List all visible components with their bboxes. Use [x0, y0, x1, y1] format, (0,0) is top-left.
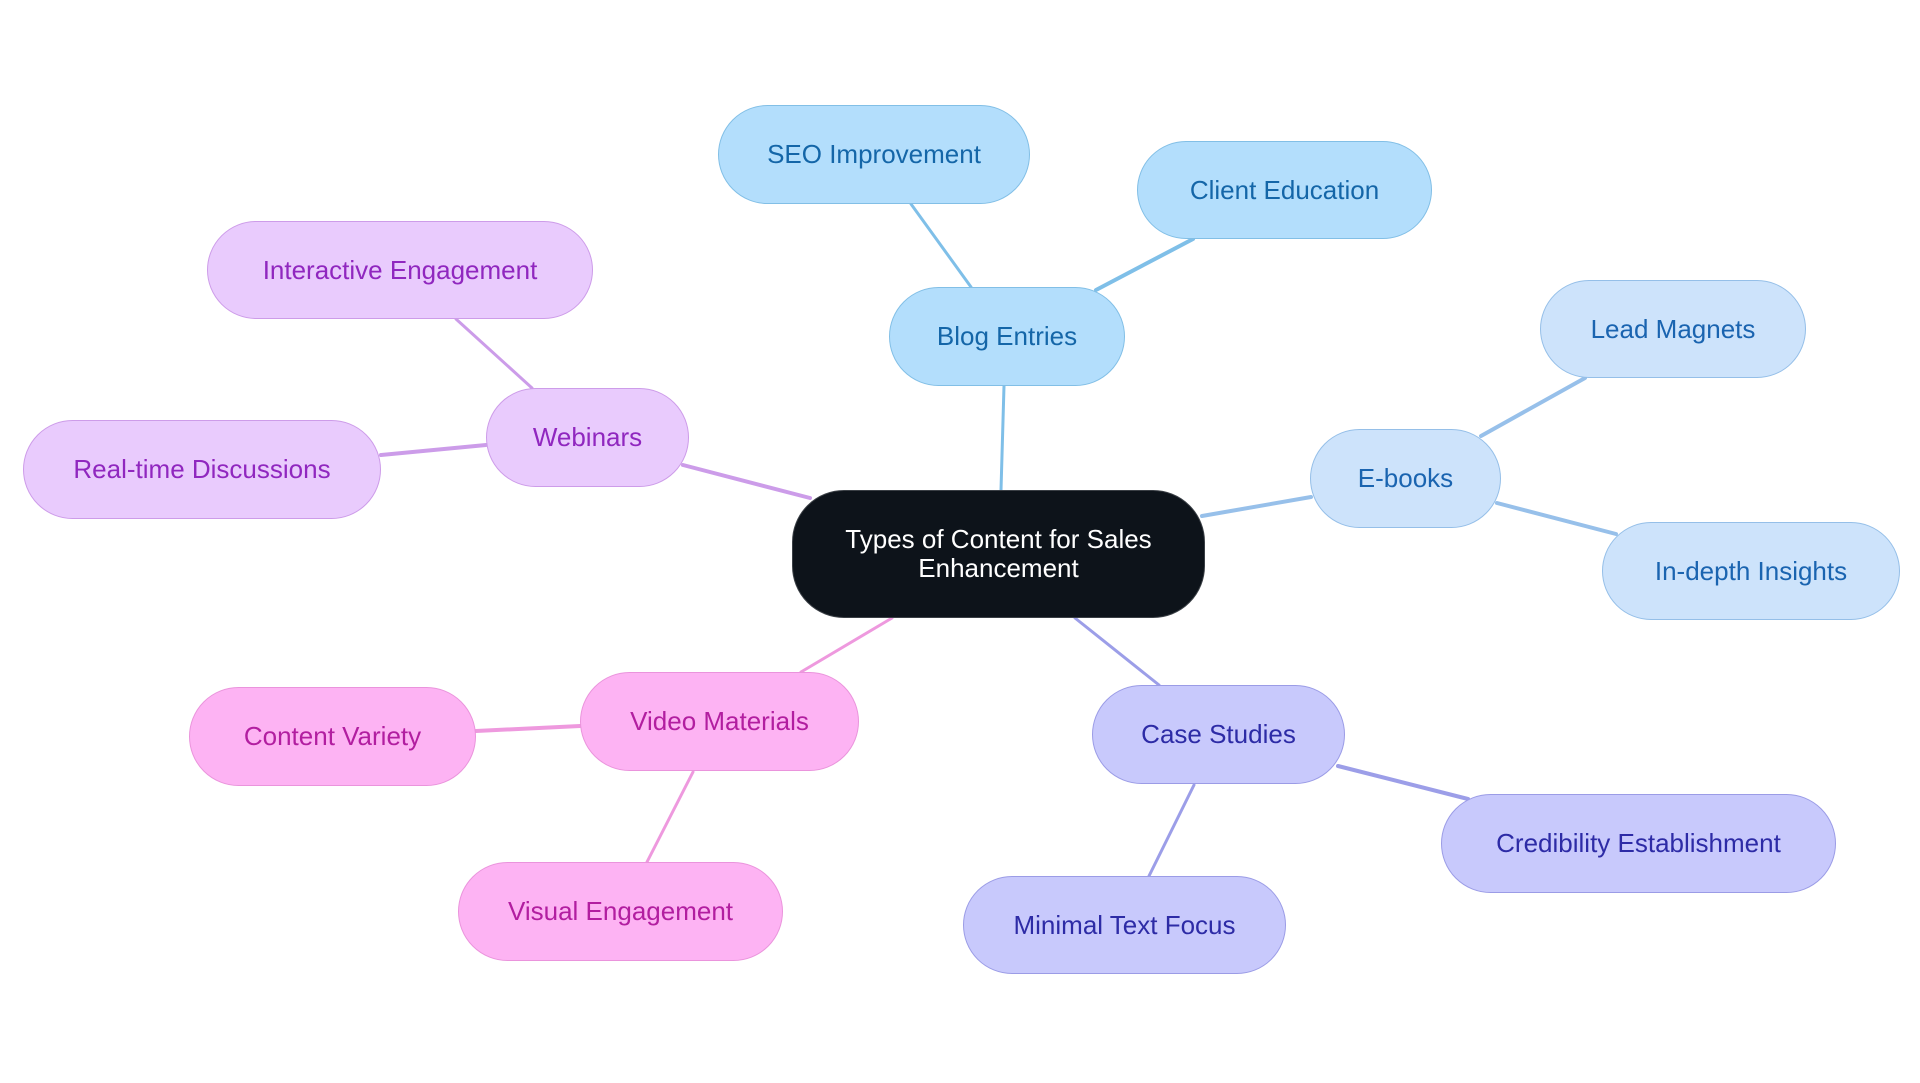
edge-root-video [799, 616, 894, 674]
node-minimal-text-focus[interactable]: Minimal Text Focus [963, 876, 1286, 974]
node-case-studies[interactable]: Case Studies [1092, 685, 1345, 784]
node-label: In-depth Insights [1654, 555, 1848, 586]
node-label: Credibility Establishment [1496, 828, 1781, 858]
node-e-books[interactable]: E-books [1310, 429, 1501, 528]
edge-blog-seo [909, 202, 973, 289]
edge-root-blog [999, 384, 1006, 492]
edge-root-case [1073, 616, 1161, 687]
edge-ebooks-indepth [1495, 501, 1618, 536]
node-label: E-books [1357, 463, 1454, 493]
node-real-time-discussions[interactable]: Real-time Discussions [23, 420, 381, 519]
node-label: SEO Improvement [767, 139, 981, 169]
edge-webinars-realtime [379, 443, 488, 457]
edge-root-ebooks [1200, 495, 1313, 518]
node-label: Webinars [532, 422, 643, 452]
node-label: Minimal Text Focus [1013, 909, 1236, 940]
node-interactive-engagement[interactable]: Interactive Engagement [207, 221, 593, 319]
node-label: Video Materials [630, 706, 809, 736]
edge-video-visual [645, 770, 695, 864]
node-label: Content Variety [243, 721, 422, 751]
node-label: Real-time Discussions [73, 454, 331, 484]
edge-case-minimal [1147, 783, 1196, 878]
node-blog-entries[interactable]: Blog Entries [889, 287, 1125, 386]
node-content-variety[interactable]: Content Variety [189, 687, 476, 786]
edge-ebooks-lead [1479, 376, 1587, 438]
edge-blog-client [1094, 237, 1195, 292]
edge-video-variety [474, 724, 582, 733]
node-seo-improvement[interactable]: SEO Improvement [718, 105, 1030, 204]
node-label: Blog Entries [936, 321, 1078, 351]
edge-webinars-interactive [454, 317, 534, 390]
node-label: Interactive Engagement [262, 254, 538, 285]
node-label: Client Education [1189, 174, 1380, 205]
node-lead-magnets[interactable]: Lead Magnets [1540, 280, 1806, 378]
node-visual-engagement[interactable]: Visual Engagement [458, 862, 783, 961]
node-in-depth-insights[interactable]: In-depth Insights [1602, 522, 1900, 620]
node-label: Case Studies [1141, 719, 1296, 749]
node-label: Visual Engagement [507, 896, 733, 926]
node-credibility-establishment[interactable]: Credibility Establishment [1441, 794, 1836, 893]
node-client-education[interactable]: Client Education [1137, 141, 1432, 239]
node-label: Lead Magnets [1590, 313, 1756, 344]
node-video-materials[interactable]: Video Materials [580, 672, 859, 771]
edge-case-cred [1336, 764, 1470, 801]
node-webinars[interactable]: Webinars [486, 388, 689, 487]
edge-root-webinars [681, 463, 812, 500]
